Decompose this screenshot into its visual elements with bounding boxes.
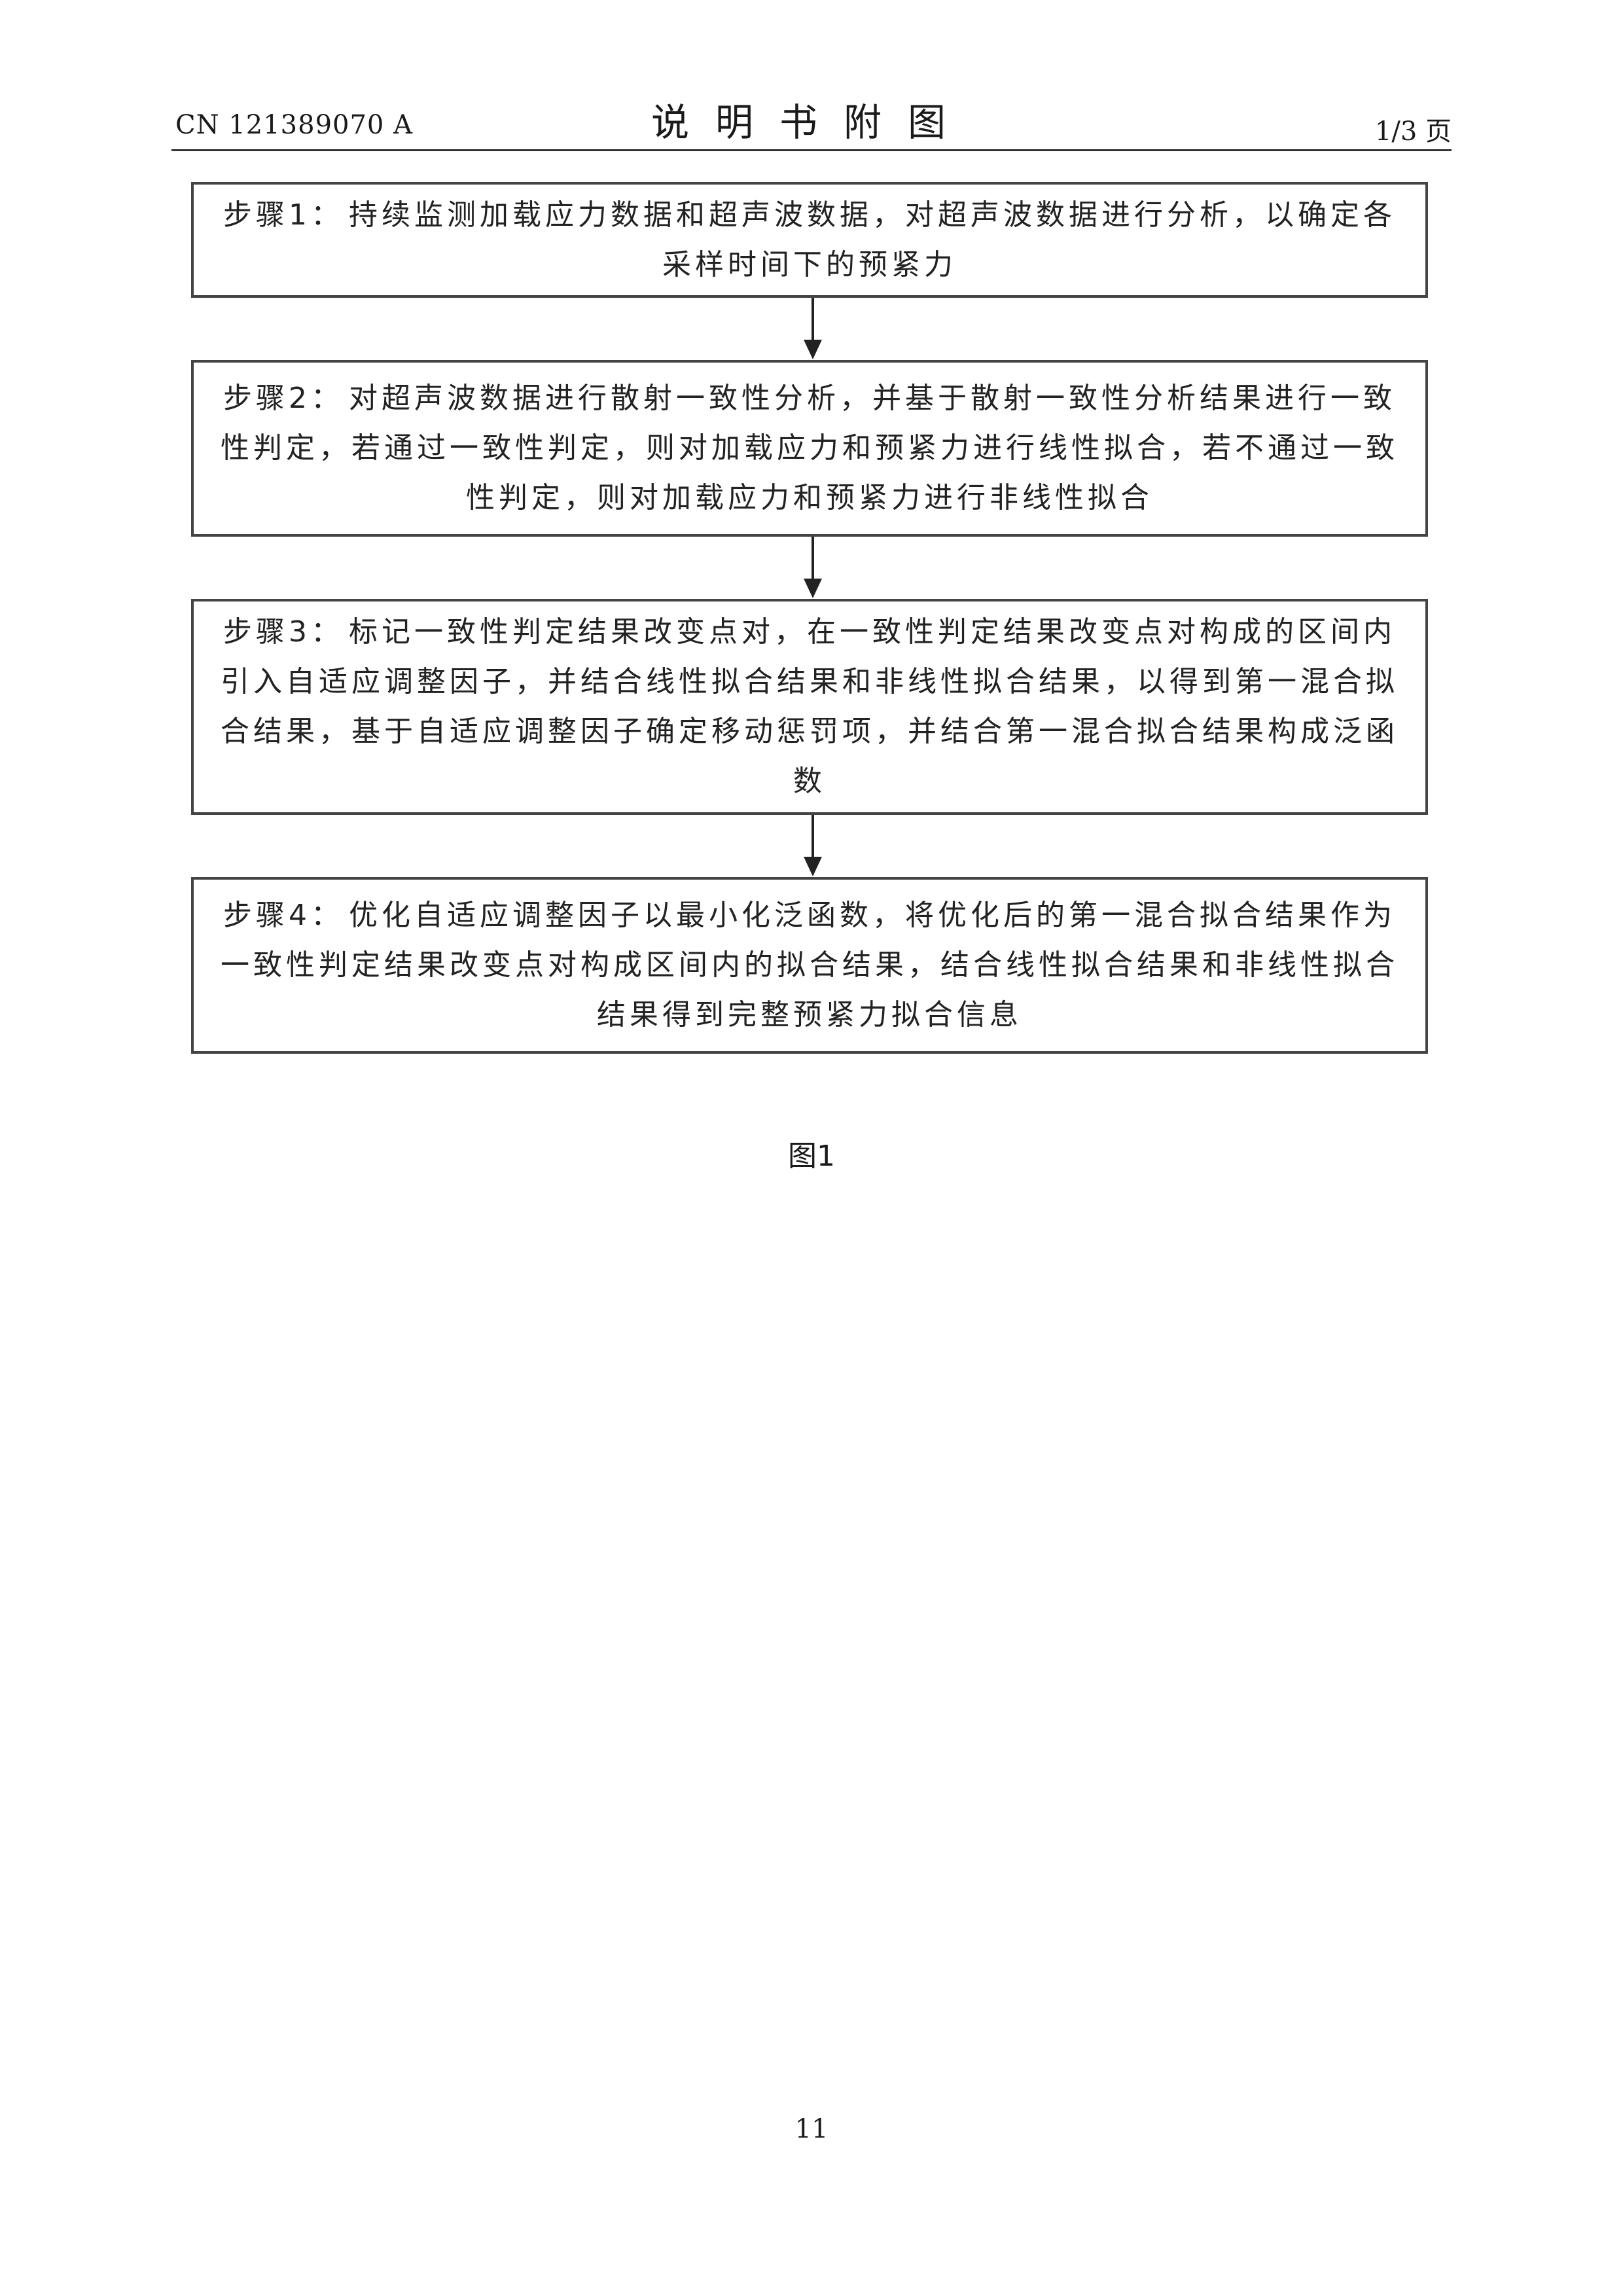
step-2-label: 步骤2： [223,382,344,415]
step-2-description: 对超声波数据进行散射一致性分析，并基于散射一致性分析结果进行一致性判定，若通过一… [221,382,1399,514]
header-divider [171,149,1452,151]
step-2-box: 步骤2：对超声波数据进行散射一致性分析，并基于散射一致性分析结果进行一致性判定，… [191,360,1428,537]
step-1-box: 步骤1：持续监测加载应力数据和超声波数据，对超声波数据进行分析，以确定各采样时间… [191,182,1428,298]
step-3-label: 步骤3： [223,615,344,649]
step-4-description: 优化自适应调整因子以最小化泛函数，将优化后的第一混合拟合结果作为一致性判定结果改… [221,899,1399,1031]
arrow-1-2 [796,298,829,360]
step-4-box: 步骤4：优化自适应调整因子以最小化泛函数，将优化后的第一混合拟合结果作为一致性判… [191,877,1428,1054]
step-3-text: 步骤3：标记一致性判定结果改变点对，在一致性判定结果改变点对构成的区间内引入自适… [214,607,1405,806]
step-3-box: 步骤3：标记一致性判定结果改变点对，在一致性判定结果改变点对构成的区间内引入自适… [191,599,1428,815]
step-3-description: 标记一致性判定结果改变点对，在一致性判定结果改变点对构成的区间内引入自适应调整因… [221,615,1399,798]
figure-caption: 图1 [0,1132,1623,1174]
arrow-3-4 [796,815,829,877]
step-2-text: 步骤2：对超声波数据进行散射一致性分析，并基于散射一致性分析结果进行一致性判定，… [214,374,1405,523]
step-1-label: 步骤1： [223,198,344,232]
arrow-2-3 [796,537,829,599]
page-indicator: 1/3 页 [1375,110,1452,148]
step-1-description: 持续监测加载应力数据和超声波数据，对超声波数据进行分析，以确定各采样时间下的预紧… [349,198,1396,281]
page-number: 11 [0,2114,1623,2144]
step-4-label: 步骤4： [223,899,344,932]
step-4-text: 步骤4：优化自适应调整因子以最小化泛函数，将优化后的第一混合拟合结果作为一致性判… [214,891,1405,1040]
step-1-text: 步骤1：持续监测加载应力数据和超声波数据，对超声波数据进行分析，以确定各采样时间… [221,190,1399,290]
